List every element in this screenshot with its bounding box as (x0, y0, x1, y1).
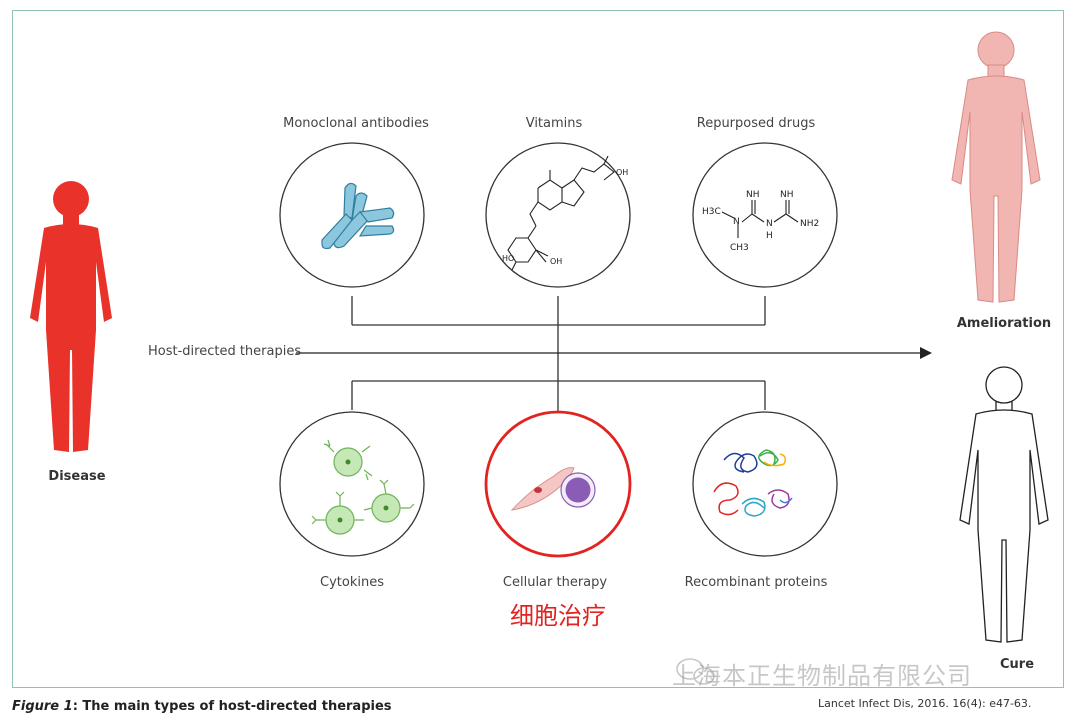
disease-label: Disease (48, 469, 106, 484)
vitamin-d-structure-icon (507, 155, 615, 271)
cytokine-cell-left (311, 491, 364, 535)
fibroblast-cell (510, 467, 575, 511)
drug-h3c-label: H3C (702, 207, 721, 217)
connector-lines (351, 296, 766, 414)
monoclonal-antibodies-label: Monoclonal antibodies (283, 116, 429, 131)
watermark-icon (676, 658, 715, 685)
amelioration-person-icon (951, 31, 1041, 303)
vitamins-circle (485, 142, 631, 288)
antibody-icon (321, 182, 395, 250)
vitamin-oh-bottom-label: OH (550, 257, 562, 266)
metformin-structure-icon (721, 200, 799, 238)
cytokines-circle (279, 411, 425, 557)
citation: Lancet Infect Dis, 2016. 16(4): e47-63. (818, 697, 1032, 710)
watermark-text: 上海本正生物制品有限公司 (672, 662, 972, 690)
vitamins-label: Vitamins (525, 116, 583, 131)
therapy-arrow (296, 347, 932, 359)
protein-ribbon-icon (713, 449, 793, 517)
drug-nh2-label: NH2 (800, 219, 819, 229)
recombinant-proteins-label: Recombinant proteins (684, 575, 828, 590)
cure-person-icon (959, 366, 1049, 643)
figure-frame (12, 10, 1064, 688)
watermark: 上海本正生物制品有限公司 (672, 656, 972, 691)
cells-icon (510, 467, 596, 511)
drug-ch3-label: CH3 (730, 243, 749, 253)
cure-label: Cure (999, 657, 1035, 672)
vitamin-ho-label: HO (502, 254, 514, 263)
vitamin-oh-top-label: OH (616, 168, 628, 177)
disease-person-icon (30, 181, 112, 452)
drug-nh-label-2: NH (780, 190, 794, 200)
cytokines-label: Cytokines (320, 575, 384, 590)
cytokine-cells-icon (311, 439, 415, 535)
figure-caption: Figure 1: The main types of host-directe… (12, 699, 392, 714)
host-directed-therapies-label: Host-directed therapies (148, 344, 302, 359)
cytokine-cell-top (323, 439, 373, 481)
recombinant-proteins-circle (692, 411, 838, 557)
drug-nh-label-1: NH (746, 190, 760, 200)
drug-n-label-2: N (766, 219, 773, 229)
caption-prefix: Figure 1 (12, 699, 73, 714)
drug-n-label-1: N (733, 217, 740, 227)
drug-h-label: H (766, 231, 773, 241)
cellular-therapy-chinese-label: 细胞治疗 (510, 602, 606, 630)
repurposed-drugs-label: Repurposed drugs (696, 116, 816, 131)
repurposed-drugs-circle (692, 142, 838, 288)
cytokine-cell-right (363, 479, 415, 523)
amelioration-label: Amelioration (956, 316, 1052, 331)
caption-title: : The main types of host-directed therap… (72, 699, 392, 714)
cellular-therapy-label: Cellular therapy (502, 575, 608, 590)
